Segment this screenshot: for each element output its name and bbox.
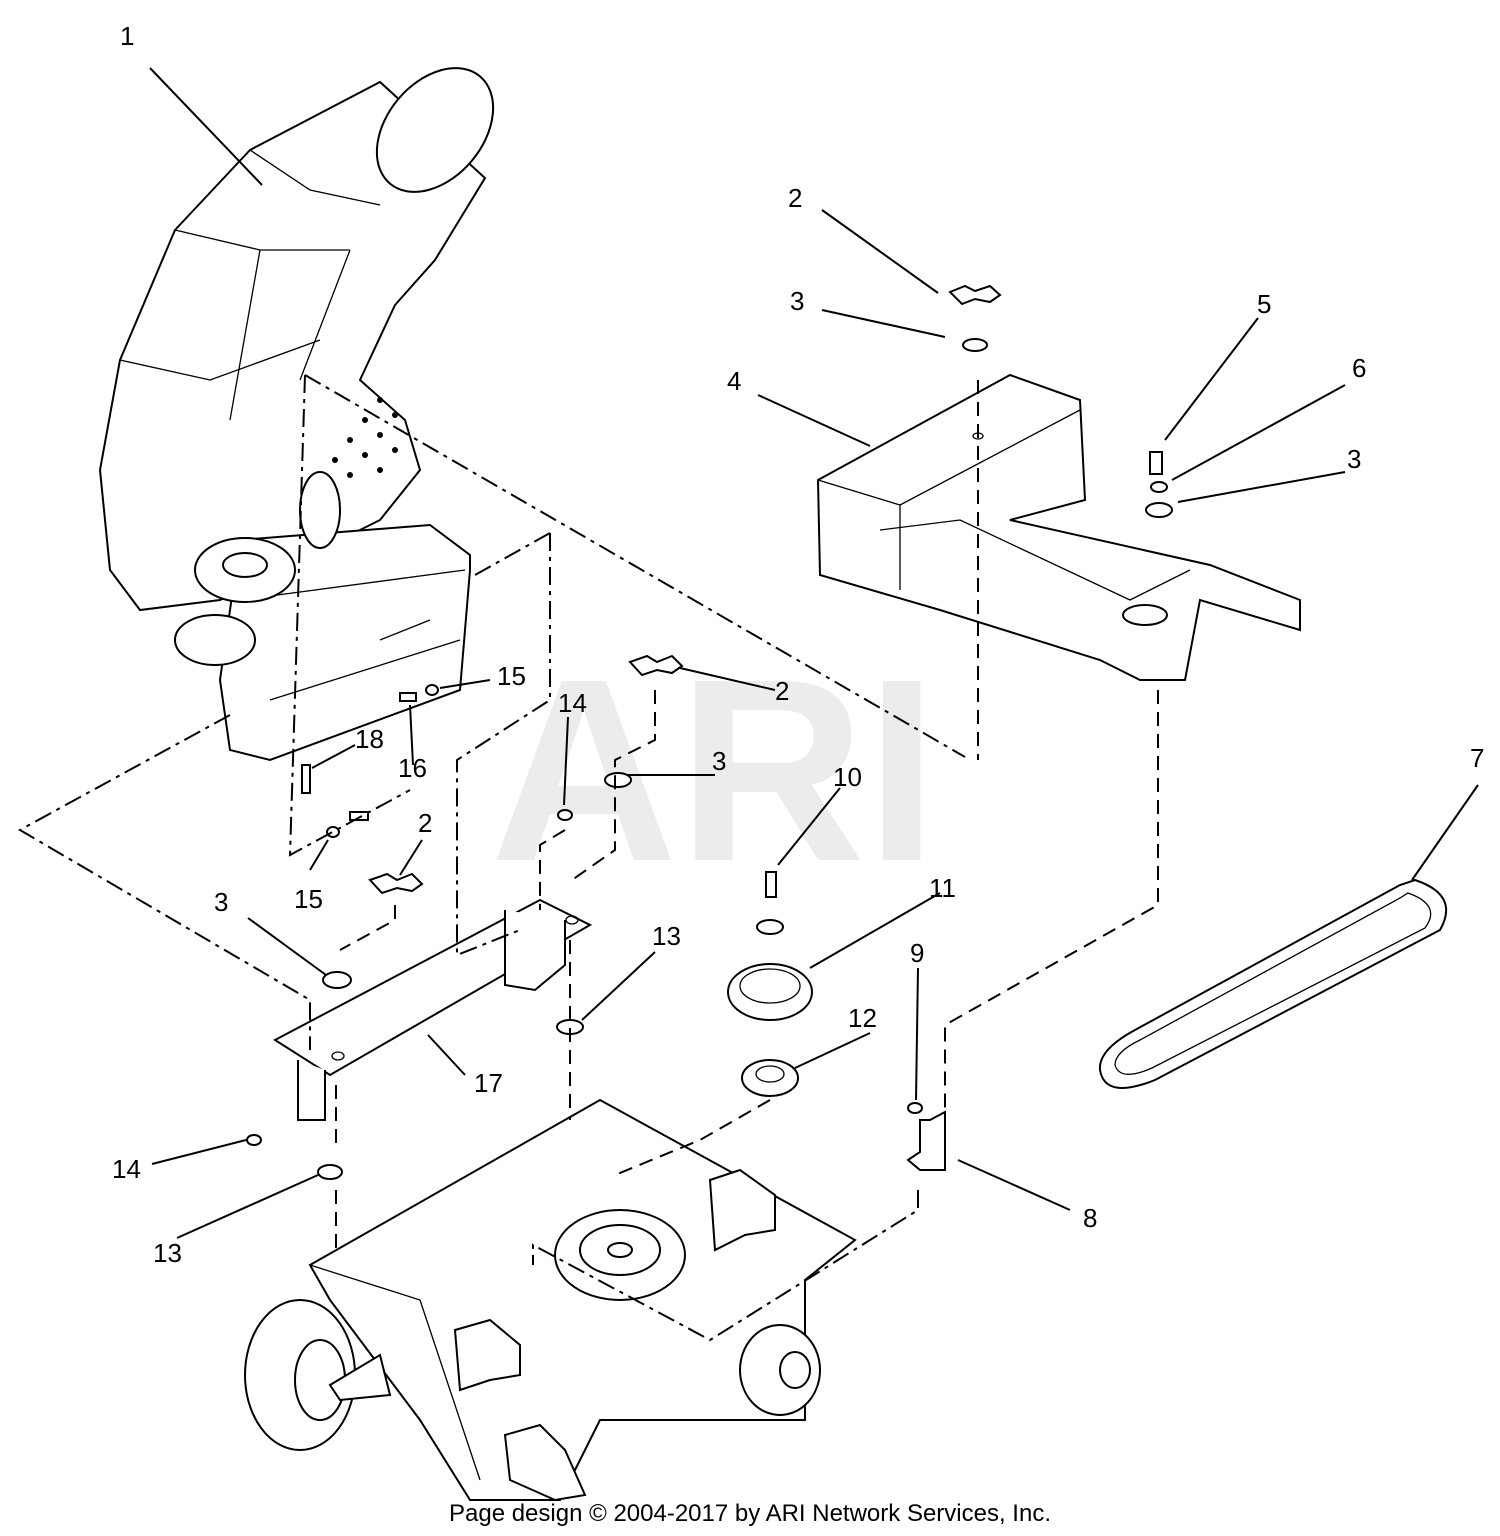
frame-deck-part [244,1098,857,1502]
callout-label: 5 [1257,289,1271,319]
drive-belt-part [1098,878,1448,1089]
callout-label: 11 [929,873,956,903]
pin-16 [399,692,417,702]
callout-label: 1 [120,21,134,51]
callout-label: 2 [418,808,432,838]
assembly-lines [17,374,1159,1342]
callout-label: 10 [833,762,862,792]
hub-12 [741,1059,799,1097]
washer-3-right [1145,502,1173,518]
callout-label: 16 [398,753,427,783]
nut-9 [907,1102,923,1114]
nut-14-mid [557,809,573,821]
callout-leaders [149,67,1479,1239]
wing-knob-mid [628,654,684,677]
callout-label: 4 [727,366,741,396]
blower-chute-part [98,67,495,762]
washer-10 [756,919,784,935]
callout-label: 6 [1352,353,1366,383]
bracket-8 [906,1110,946,1171]
callout-label: 14 [112,1154,141,1184]
hardware-parts [246,284,1173,1180]
pulley-11 [727,963,813,1021]
callout-label: 7 [1470,743,1484,773]
bolt-18 [301,764,311,794]
callout-label: 3 [790,286,804,316]
lockwasher-6 [1150,481,1168,493]
bolt-10 [765,871,777,898]
callout-label: 2 [775,676,789,706]
callout-label: 3 [214,887,228,917]
callout-label: 12 [848,1003,877,1033]
callout-numbers: 1 2 3 4 5 6 3 7 15 14 2 18 16 3 10 2 15 … [112,21,1484,1268]
callout-label: 3 [712,746,726,776]
bolt-5 [1149,451,1163,475]
washer-3-mid [604,772,632,788]
copyright-footer: Page design © 2004-2017 by ARI Network S… [448,1500,1051,1527]
callout-label: 9 [910,938,924,968]
mount-plate-part [273,898,593,1121]
callout-label: 15 [497,661,526,691]
wing-knob-upper [948,284,1002,306]
callout-label: 8 [1083,1203,1097,1233]
callout-label: 14 [558,688,587,718]
callout-label: 2 [788,183,802,213]
pin-16-lower [349,811,369,821]
nut-14-left [246,1134,262,1146]
callout-label: 15 [294,884,323,914]
washer-15-upper [425,684,439,696]
washer-3-left [322,971,352,989]
callout-label: 13 [153,1238,182,1268]
callout-label: 13 [652,921,681,951]
wing-knob-left [368,872,424,895]
washer-upper [962,338,988,352]
washer-13-left [317,1164,343,1180]
washer-15-lower [326,826,340,838]
callout-label: 3 [1347,444,1361,474]
callout-label: 17 [474,1068,503,1098]
callout-label: 18 [355,724,384,754]
